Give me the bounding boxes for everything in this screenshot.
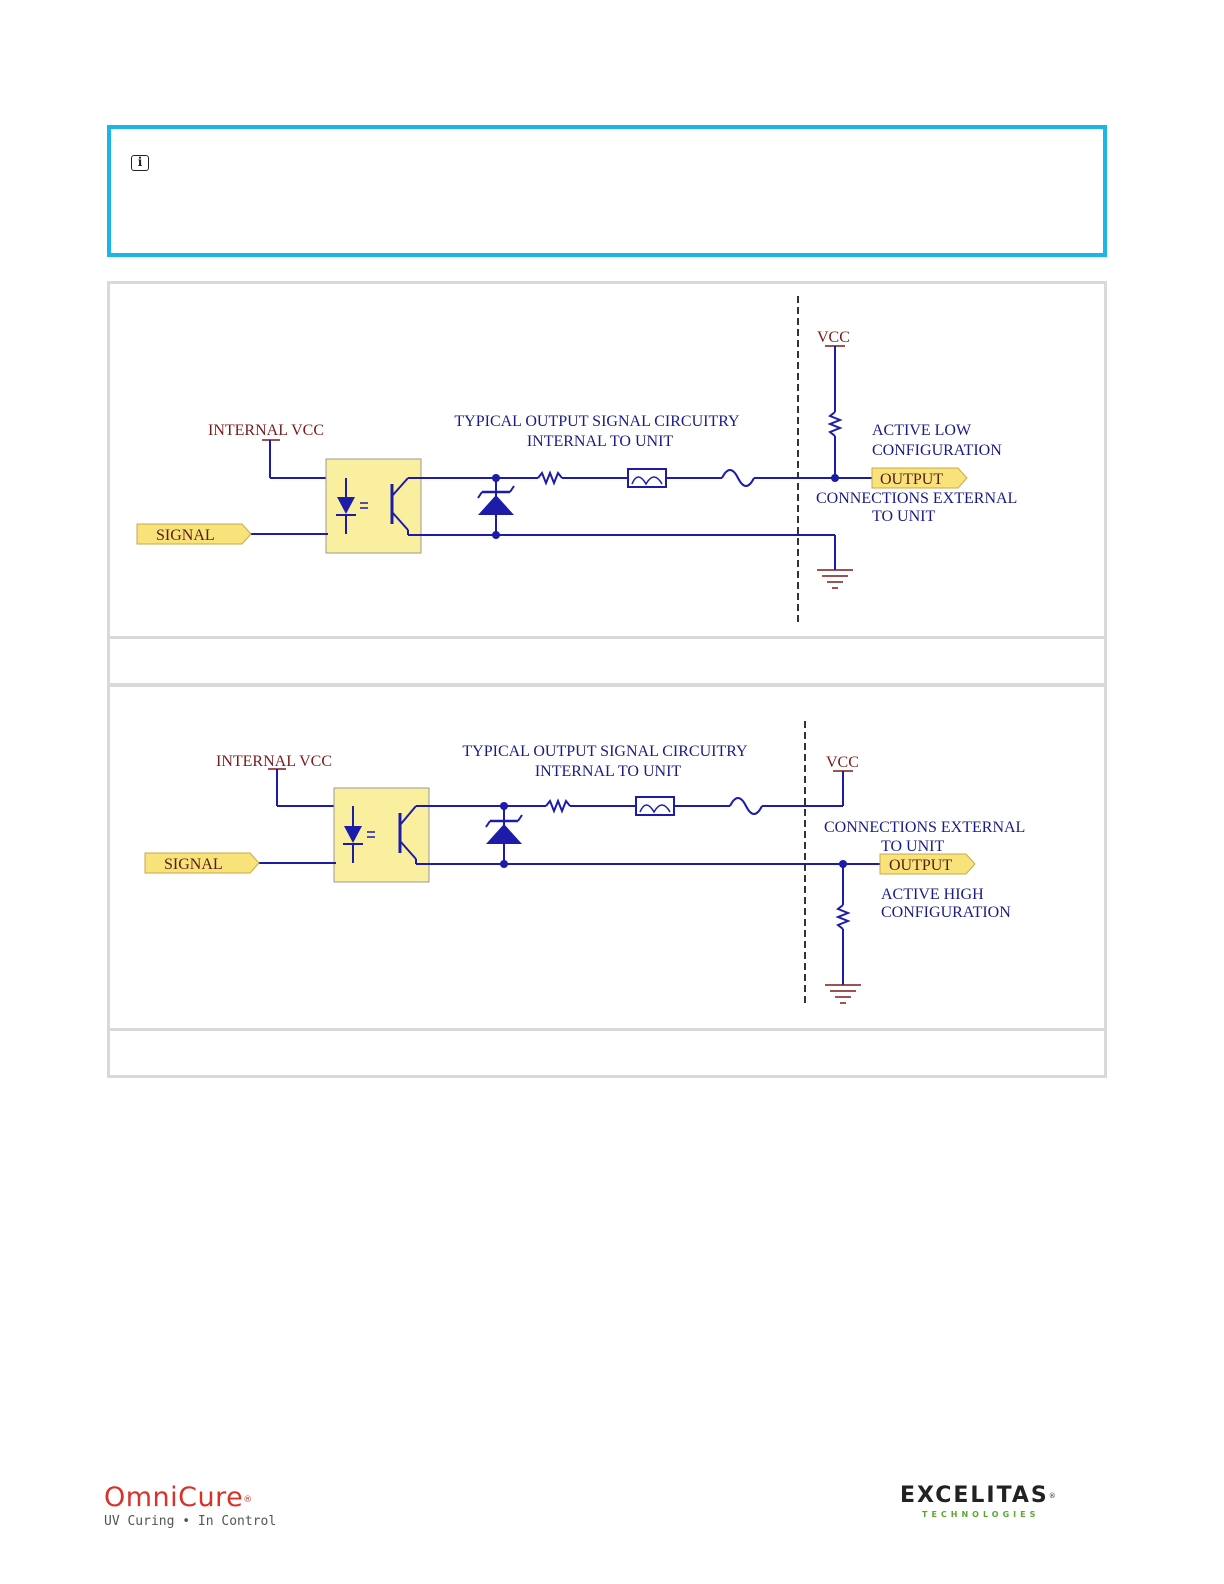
output-label: OUTPUT (880, 471, 943, 488)
config-label-line1: ACTIVE HIGH (881, 886, 984, 903)
external-label-line1: CONNECTIONS EXTERNAL (816, 490, 1017, 507)
config-label-line2: CONFIGURATION (872, 442, 1002, 459)
zener-diode (478, 495, 514, 515)
internal-vcc-label: INTERNAL VCC (216, 753, 332, 770)
excelitas-wordmark: EXCELITAS® (900, 1483, 1058, 1508)
output-tag (879, 853, 976, 875)
circuitry-label-line1: TYPICAL OUTPUT SIGNAL CIRCUITRY (454, 413, 740, 430)
signal-tag (144, 852, 260, 874)
optocoupler (333, 787, 430, 883)
internal-vcc-label: INTERNAL VCC (208, 422, 324, 439)
pulldown-resistor (835, 904, 851, 930)
ptc-fuse (635, 796, 675, 816)
circuitry-label-line2: INTERNAL TO UNIT (535, 763, 682, 780)
figure-caption (110, 636, 1104, 683)
note-box: i (107, 125, 1107, 257)
circuitry-label-line2: INTERNAL TO UNIT (527, 433, 674, 450)
external-label-line2: TO UNIT (881, 838, 944, 855)
figure-active-low: INTERNAL VCC TYPICAL OUTPUT SIGNAL CIRCU… (107, 281, 1107, 686)
config-label-line1: ACTIVE LOW (872, 422, 972, 439)
vcc-label: VCC (826, 754, 859, 771)
signal-tag (136, 523, 252, 545)
omnicure-tagline: UV Curing • In Control (104, 1514, 277, 1529)
signal-label: SIGNAL (164, 856, 223, 873)
omnicure-wordmark: OmniCure® (104, 1482, 253, 1513)
ptc-fuse (627, 468, 667, 488)
led-diode (337, 497, 355, 514)
output-label: OUTPUT (889, 857, 952, 874)
figure-caption (110, 1028, 1104, 1075)
circuitry-label-line1: TYPICAL OUTPUT SIGNAL CIRCUITRY (462, 743, 748, 760)
inductor (721, 469, 755, 487)
inductor (729, 797, 763, 815)
led-diode (344, 826, 362, 843)
external-label-line1: CONNECTIONS EXTERNAL (824, 819, 1025, 836)
output-tag (871, 467, 968, 489)
signal-label: SIGNAL (156, 527, 215, 544)
external-label-line2: TO UNIT (872, 508, 935, 525)
resistor (545, 798, 571, 814)
omnicure-logo: OmniCure® UV Curing • In Control (104, 1484, 304, 1534)
info-icon: i (131, 155, 149, 171)
resistor (537, 470, 563, 486)
optocoupler (325, 458, 422, 554)
active-high-schematic: INTERNAL VCC TYPICAL OUTPUT SIGNAL CIRCU… (144, 721, 1025, 1005)
pullup-resistor (827, 411, 843, 437)
excelitas-logo: EXCELITAS® TECHNOLOGIES (900, 1484, 1090, 1524)
zener-diode (486, 824, 522, 844)
excelitas-subtitle: TECHNOLOGIES (922, 1510, 1040, 1519)
vcc-label: VCC (817, 329, 850, 346)
config-label-line2: CONFIGURATION (881, 904, 1011, 921)
active-low-schematic: INTERNAL VCC TYPICAL OUTPUT SIGNAL CIRCU… (136, 296, 1017, 626)
figure-active-high: INTERNAL VCC TYPICAL OUTPUT SIGNAL CIRCU… (107, 684, 1107, 1078)
